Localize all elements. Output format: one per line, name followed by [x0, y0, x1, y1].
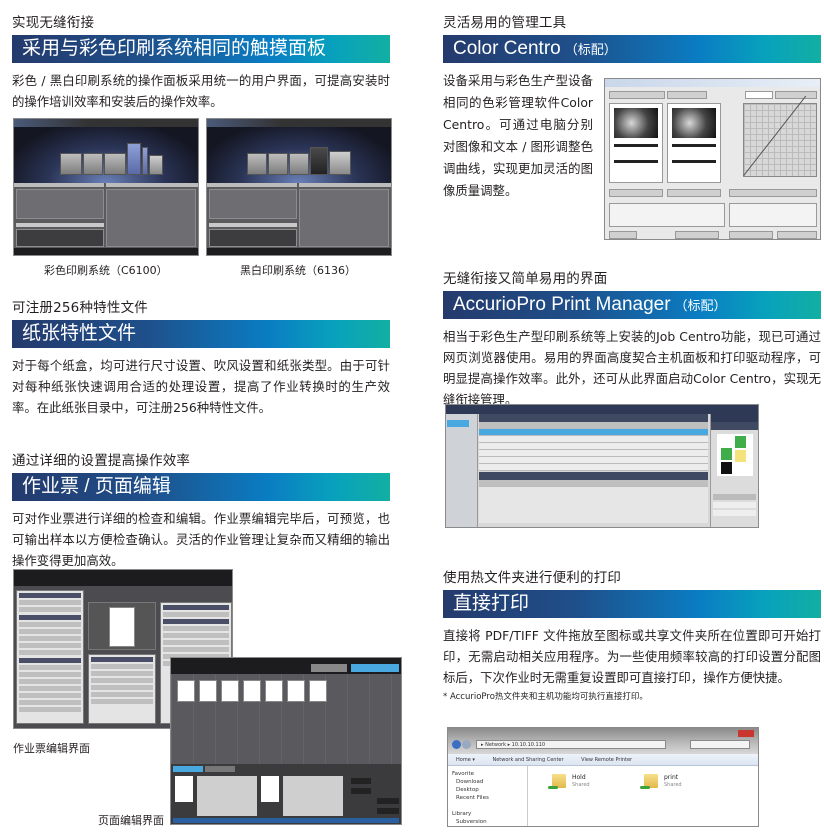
section-body: 直接将 PDF/TIFF 文件拖放至图标或共享文件夹所在位置即可开始打印，无需启… — [443, 628, 821, 685]
image-caption: 作业票编辑界面 — [13, 742, 90, 755]
section-title: 采用与彩色印刷系统相同的触摸面板 — [22, 38, 327, 59]
section-paper-profile: 可注册256种特性文件 纸张特性文件 对于每个纸盒，均可进行尺寸设置、吹风设置和… — [12, 299, 390, 418]
nav-item: Subversion — [456, 819, 487, 825]
shared-folder-icon — [644, 774, 658, 788]
section-title: 作业票 / 页面编辑 — [22, 476, 171, 497]
section-kicker: 灵活易用的管理工具 — [443, 15, 567, 31]
section-title-bar: 直接打印 — [443, 590, 821, 618]
section-direct-print: 使用热文件夹进行便利的打印 直接打印 直接将 PDF/TIFF 文件拖放至图标或… — [443, 569, 821, 704]
section-title: 直接打印 — [453, 593, 530, 614]
section-body: 可对作业票进行详细的检查和编辑。作业票编辑完毕后，可预览，也可输出样本以方便检查… — [12, 511, 390, 568]
section-body: 设备采用与彩色生产型设备相同的色彩管理软件Color Centro。可通过电脑分… — [443, 73, 593, 198]
section-title: AccurioPro Print Manager — [453, 294, 671, 315]
color-centro-screenshot — [604, 78, 821, 240]
folder-item: print Shared — [640, 774, 724, 796]
section-title-bar: 作业票 / 页面编辑 — [12, 473, 390, 501]
hot-folder-explorer-screenshot: ▸ Network ▸ 10.10.10.110 Home ▾ Network … — [447, 727, 759, 827]
nav-item: Library — [452, 811, 472, 817]
section-kicker: 可注册256种特性文件 — [12, 300, 148, 316]
section-title: Color Centro — [453, 38, 561, 59]
nav-item: Download — [456, 779, 484, 785]
section-accuriopro: 无缝衔接又简单易用的界面 AccurioPro Print Manager（标配… — [443, 270, 821, 410]
touch-panel-color-screenshot — [13, 118, 199, 256]
section-body: 相当于彩色生产型印刷系统等上安装的Job Centro功能，现已可通过网页浏览器… — [443, 329, 821, 407]
back-arrow-icon — [452, 740, 461, 749]
section-body: 彩色 / 黑白印刷系统的操作面板采用统一的用户界面，可提高安装时的操作培训效率和… — [12, 73, 390, 109]
toolbar-item: View Remote Printer — [581, 757, 633, 763]
search-box — [690, 740, 750, 749]
section-title-bar: 采用与彩色印刷系统相同的触摸面板 — [12, 35, 390, 63]
section-title-bar: 纸张特性文件 — [12, 320, 390, 348]
section-kicker: 使用热文件夹进行便利的打印 — [443, 570, 622, 586]
nav-item: Favorite — [452, 771, 474, 777]
image-caption: 彩色印刷系统（C6100） — [44, 264, 168, 277]
section-kicker: 通过详细的设置提高操作效率 — [12, 453, 191, 469]
page-edit-screenshot — [170, 657, 402, 825]
section-color-centro: 灵活易用的管理工具 Color Centro（标配） 设备采用与彩色生产型设备相… — [443, 14, 821, 202]
section-kicker: 实现无缝衔接 — [12, 15, 95, 31]
image-caption: 页面编辑界面 — [98, 814, 164, 827]
standard-tag: （标配） — [674, 298, 727, 313]
section-title: 纸张特性文件 — [22, 323, 137, 344]
address-bar: ▸ Network ▸ 10.10.10.110 — [476, 740, 666, 749]
touch-panel-bw-screenshot — [206, 118, 392, 256]
toolbar-item: Network and Sharing Center — [492, 757, 564, 763]
toolbar-item: Home ▾ — [456, 757, 475, 763]
standard-tag: （标配） — [564, 42, 617, 57]
section-title-bar: AccurioPro Print Manager（标配） — [443, 291, 821, 319]
nav-item: Recent Files — [456, 795, 489, 801]
section-kicker: 无缝衔接又简单易用的界面 — [443, 271, 608, 287]
section-job-ticket: 通过详细的设置提高操作效率 作业票 / 页面编辑 可对作业票进行详细的检查和编辑… — [12, 452, 390, 571]
explorer-toolbar: Home ▾ Network and Sharing Center View R… — [448, 754, 758, 766]
section-title-bar: Color Centro（标配） — [443, 35, 821, 63]
nav-item: Desktop — [456, 787, 479, 793]
folder-item: Hold Shared — [548, 774, 632, 796]
footnote: * AccurioPro热文件夹和主机功能均可执行直接打印。 — [443, 692, 648, 702]
close-icon — [738, 730, 754, 737]
forward-arrow-icon — [462, 740, 471, 749]
explorer-nav-pane: Favorite Download Desktop Recent Files L… — [448, 766, 528, 826]
section-body: 对于每个纸盒，均可进行尺寸设置、吹风设置和纸张类型。由于可针对每种纸张快速调用合… — [12, 358, 390, 415]
section-touch-panel: 实现无缝衔接 采用与彩色印刷系统相同的触摸面板 彩色 / 黑白印刷系统的操作面板… — [12, 14, 390, 112]
image-caption: 黑白印刷系统（6136） — [240, 264, 356, 277]
shared-folder-icon — [552, 774, 566, 788]
accuriopro-screenshot — [445, 404, 759, 528]
